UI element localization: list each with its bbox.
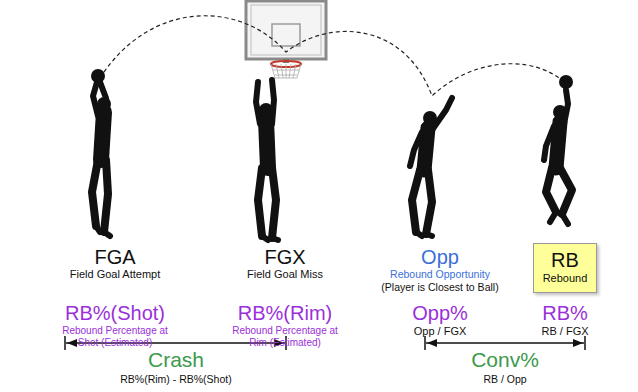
metric-name: Opp% [412, 302, 468, 325]
term-description: Field Goal Miss [247, 268, 323, 281]
span-formula: RB / Opp [483, 373, 526, 385]
term-description: Field Goal Attempt [70, 268, 161, 281]
metric-description: Rebound Percentage at Shot (Estimated) [58, 325, 173, 348]
metric-formula: RB / FGX [541, 325, 588, 338]
box-caption: Rebound [542, 272, 588, 285]
player-silhouette [256, 80, 278, 240]
ball-trajectory [100, 16, 562, 96]
metric-name: RB% [542, 302, 588, 325]
term-note: (Player is Closest to Ball) [381, 281, 498, 293]
rebound-box: RBRebound [533, 243, 597, 293]
player-silhouette [544, 75, 573, 224]
term-description: Rebound Opportunity [390, 268, 490, 280]
span-bracket [425, 336, 585, 350]
span-name: Conv% [471, 348, 539, 372]
metric-name: RB%(Shot) [65, 302, 165, 325]
metric-description: Rebound Percentage at Rim (Estimated) [228, 325, 343, 348]
span-name: Crash [148, 348, 204, 372]
player-silhouette [91, 69, 111, 236]
box-heading: RB [542, 249, 588, 272]
term: Opp [421, 246, 459, 269]
term: FGX [264, 246, 305, 269]
span-formula: RB%(Rim) - RB%(Shot) [120, 373, 231, 385]
player-silhouette [410, 98, 452, 236]
metric-formula: Opp / FGX [414, 325, 467, 338]
basketball-hoop [246, 1, 326, 78]
term: FGA [94, 246, 135, 269]
metric-name: RB%(Rim) [238, 302, 332, 325]
